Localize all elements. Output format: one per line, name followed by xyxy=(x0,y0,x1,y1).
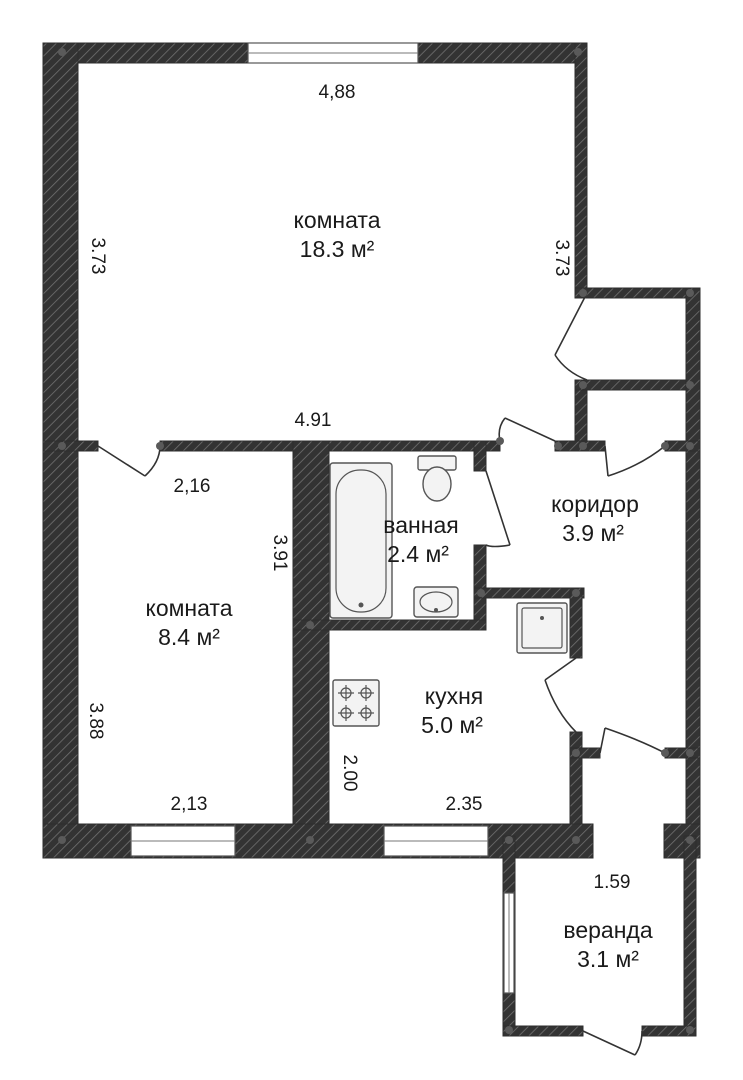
wall-kitchen-right-top xyxy=(569,587,583,659)
living-room-name: комната xyxy=(294,207,381,233)
room-labels: комната 18.3 м² комната 8.4 м² ванная 2.… xyxy=(146,207,653,972)
doors xyxy=(97,292,666,1056)
wall-corridor-bottom-right xyxy=(664,747,701,759)
wall-closet-top xyxy=(574,287,701,299)
small-room-area: 8.4 м² xyxy=(158,624,220,650)
wall-kitchen-top xyxy=(473,587,585,599)
wall-far-right xyxy=(685,287,701,844)
door-small-room xyxy=(97,445,161,477)
door-veranda xyxy=(582,1030,643,1056)
dim-small-top: 2,16 xyxy=(174,476,211,497)
wall-bath-bottom xyxy=(292,619,487,631)
windows xyxy=(130,42,515,994)
dim-small-left: 3.88 xyxy=(85,703,106,740)
walls xyxy=(42,42,701,1037)
door-corridor-top xyxy=(604,445,666,477)
door-bathroom xyxy=(485,470,511,548)
wall-closet-bottom xyxy=(574,379,701,391)
dim-living-left: 3.73 xyxy=(87,238,108,275)
dim-living-top: 4,88 xyxy=(319,82,356,103)
wall-corridor-top-right xyxy=(664,440,701,452)
dim-small-right: 3.91 xyxy=(269,535,290,572)
door-living-corridor xyxy=(498,417,556,442)
bathroom-name: ванная xyxy=(383,512,458,538)
kitchen-sink-icon xyxy=(516,602,568,654)
door-corridor-bottom xyxy=(599,727,666,754)
dim-kitchen-bottom: 2.35 xyxy=(446,794,483,815)
wall-bath-right-top xyxy=(473,440,487,472)
dim-small-bottom: 2,13 xyxy=(171,794,208,815)
dim-living-right: 3.73 xyxy=(551,240,572,277)
bathtub-icon xyxy=(329,462,393,619)
wall-living-bottom xyxy=(159,440,501,452)
dimension-labels: 4,88 3.73 3.73 4.91 2,16 3.91 3.88 2,13 … xyxy=(85,82,630,893)
toilet-icon xyxy=(417,455,457,502)
kitchen-name: кухня xyxy=(425,683,483,709)
veranda-area: 3.1 м² xyxy=(577,946,639,972)
corner-markers xyxy=(58,48,694,1034)
wall-living-right xyxy=(574,42,588,294)
dim-kitchen-left: 2.00 xyxy=(339,755,360,792)
wall-veranda-bottom-left xyxy=(502,1025,584,1037)
sink-icon xyxy=(413,586,459,618)
dim-living-bottom: 4.91 xyxy=(295,410,332,431)
corridor-area: 3.9 м² xyxy=(562,520,624,546)
stove-icon xyxy=(332,679,380,727)
wall-veranda-right xyxy=(683,835,697,1037)
door-kitchen xyxy=(544,657,577,733)
bathroom-area: 2.4 м² xyxy=(387,541,449,567)
veranda-name: веранда xyxy=(563,917,652,943)
corridor-name: коридор xyxy=(551,491,639,517)
kitchen-area: 5.0 м² xyxy=(421,712,483,738)
wall-living-bottom-left xyxy=(42,440,99,452)
fixtures xyxy=(329,455,568,727)
wall-small-room-right xyxy=(292,440,330,859)
door-closet xyxy=(554,292,588,381)
living-room-area: 18.3 м² xyxy=(300,236,375,262)
dim-veranda-top: 1.59 xyxy=(594,872,631,893)
small-room-name: комната xyxy=(146,595,233,621)
